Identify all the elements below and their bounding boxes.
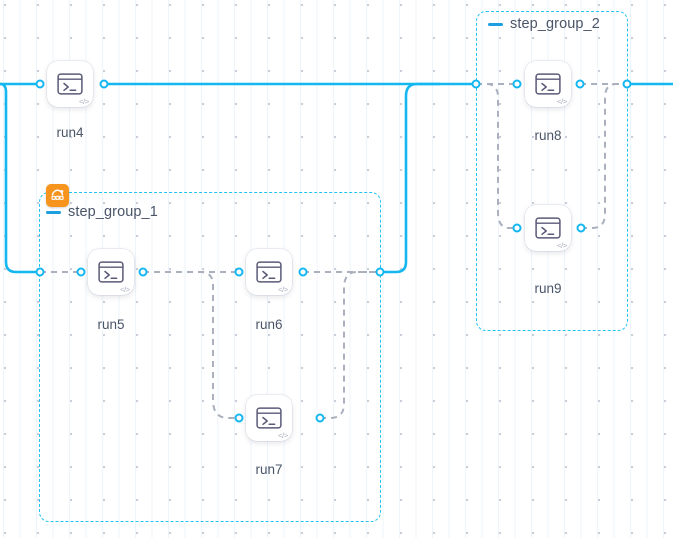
node-run7[interactable]: </> — [246, 395, 292, 441]
terminal-icon — [535, 217, 561, 239]
edge-run7-group1out — [320, 271, 380, 419]
group-label-step-group-2: step_group_2 — [510, 16, 600, 32]
port-run4-out[interactable] — [99, 79, 109, 89]
node-run5[interactable]: </> — [88, 249, 134, 295]
group-label-step-group-1: step_group_1 — [68, 204, 158, 220]
port-group1-out[interactable] — [375, 267, 385, 277]
code-badge-icon: </> — [557, 240, 567, 250]
node-label-run8: run8 — [534, 128, 562, 143]
node-run9[interactable]: </> — [525, 205, 571, 251]
collapse-dash-icon[interactable] — [488, 22, 503, 26]
group-header-step-group-1[interactable]: step_group_1 — [46, 204, 158, 220]
node-label-run7: run7 — [255, 462, 283, 477]
port-run9-out[interactable] — [576, 223, 586, 233]
code-badge-icon: </> — [278, 430, 288, 440]
edge-run9-group2out — [581, 83, 627, 229]
port-run7-in[interactable] — [234, 413, 244, 423]
edge-group2in-run9 — [476, 83, 517, 229]
port-run6-out[interactable] — [298, 267, 308, 277]
node-label-run5: run5 — [97, 317, 125, 332]
port-group2-out[interactable] — [622, 79, 632, 89]
port-run4-in[interactable] — [35, 79, 45, 89]
port-run5-in[interactable] — [76, 267, 86, 277]
code-badge-icon: </> — [557, 96, 567, 106]
code-badge-icon: </> — [79, 96, 89, 106]
group-header-step-group-2[interactable]: step_group_2 — [488, 16, 600, 32]
port-run8-out[interactable] — [575, 79, 585, 89]
port-run5-out[interactable] — [138, 267, 148, 277]
terminal-icon — [98, 261, 124, 283]
node-label-run4: run4 — [56, 125, 84, 140]
group-box-step-group-2[interactable] — [476, 11, 628, 331]
port-group1-in[interactable] — [35, 267, 45, 277]
port-run6-in[interactable] — [234, 267, 244, 277]
edge-group1-to-trunk — [380, 82, 440, 274]
terminal-icon — [256, 407, 282, 429]
terminal-icon — [535, 73, 561, 95]
group-box-step-group-1[interactable] — [39, 192, 381, 522]
edge-in-to-group1 — [0, 82, 40, 274]
node-run8[interactable]: </> — [525, 61, 571, 107]
node-run6[interactable]: </> — [246, 249, 292, 295]
terminal-icon — [57, 73, 83, 95]
code-badge-icon: </> — [120, 284, 130, 294]
port-group2-in[interactable] — [471, 79, 481, 89]
terminal-icon — [256, 261, 282, 283]
node-label-run6: run6 — [255, 317, 283, 332]
collapse-dash-icon[interactable] — [46, 210, 61, 214]
port-run9-in[interactable] — [512, 223, 522, 233]
node-label-run9: run9 — [534, 281, 562, 296]
port-run7-out[interactable] — [315, 413, 325, 423]
port-run8-in[interactable] — [512, 79, 522, 89]
node-run4[interactable]: </> — [47, 61, 93, 107]
code-badge-icon: </> — [278, 284, 288, 294]
group-cluster-icon — [46, 184, 69, 207]
edge-run5-run7 — [143, 271, 239, 419]
